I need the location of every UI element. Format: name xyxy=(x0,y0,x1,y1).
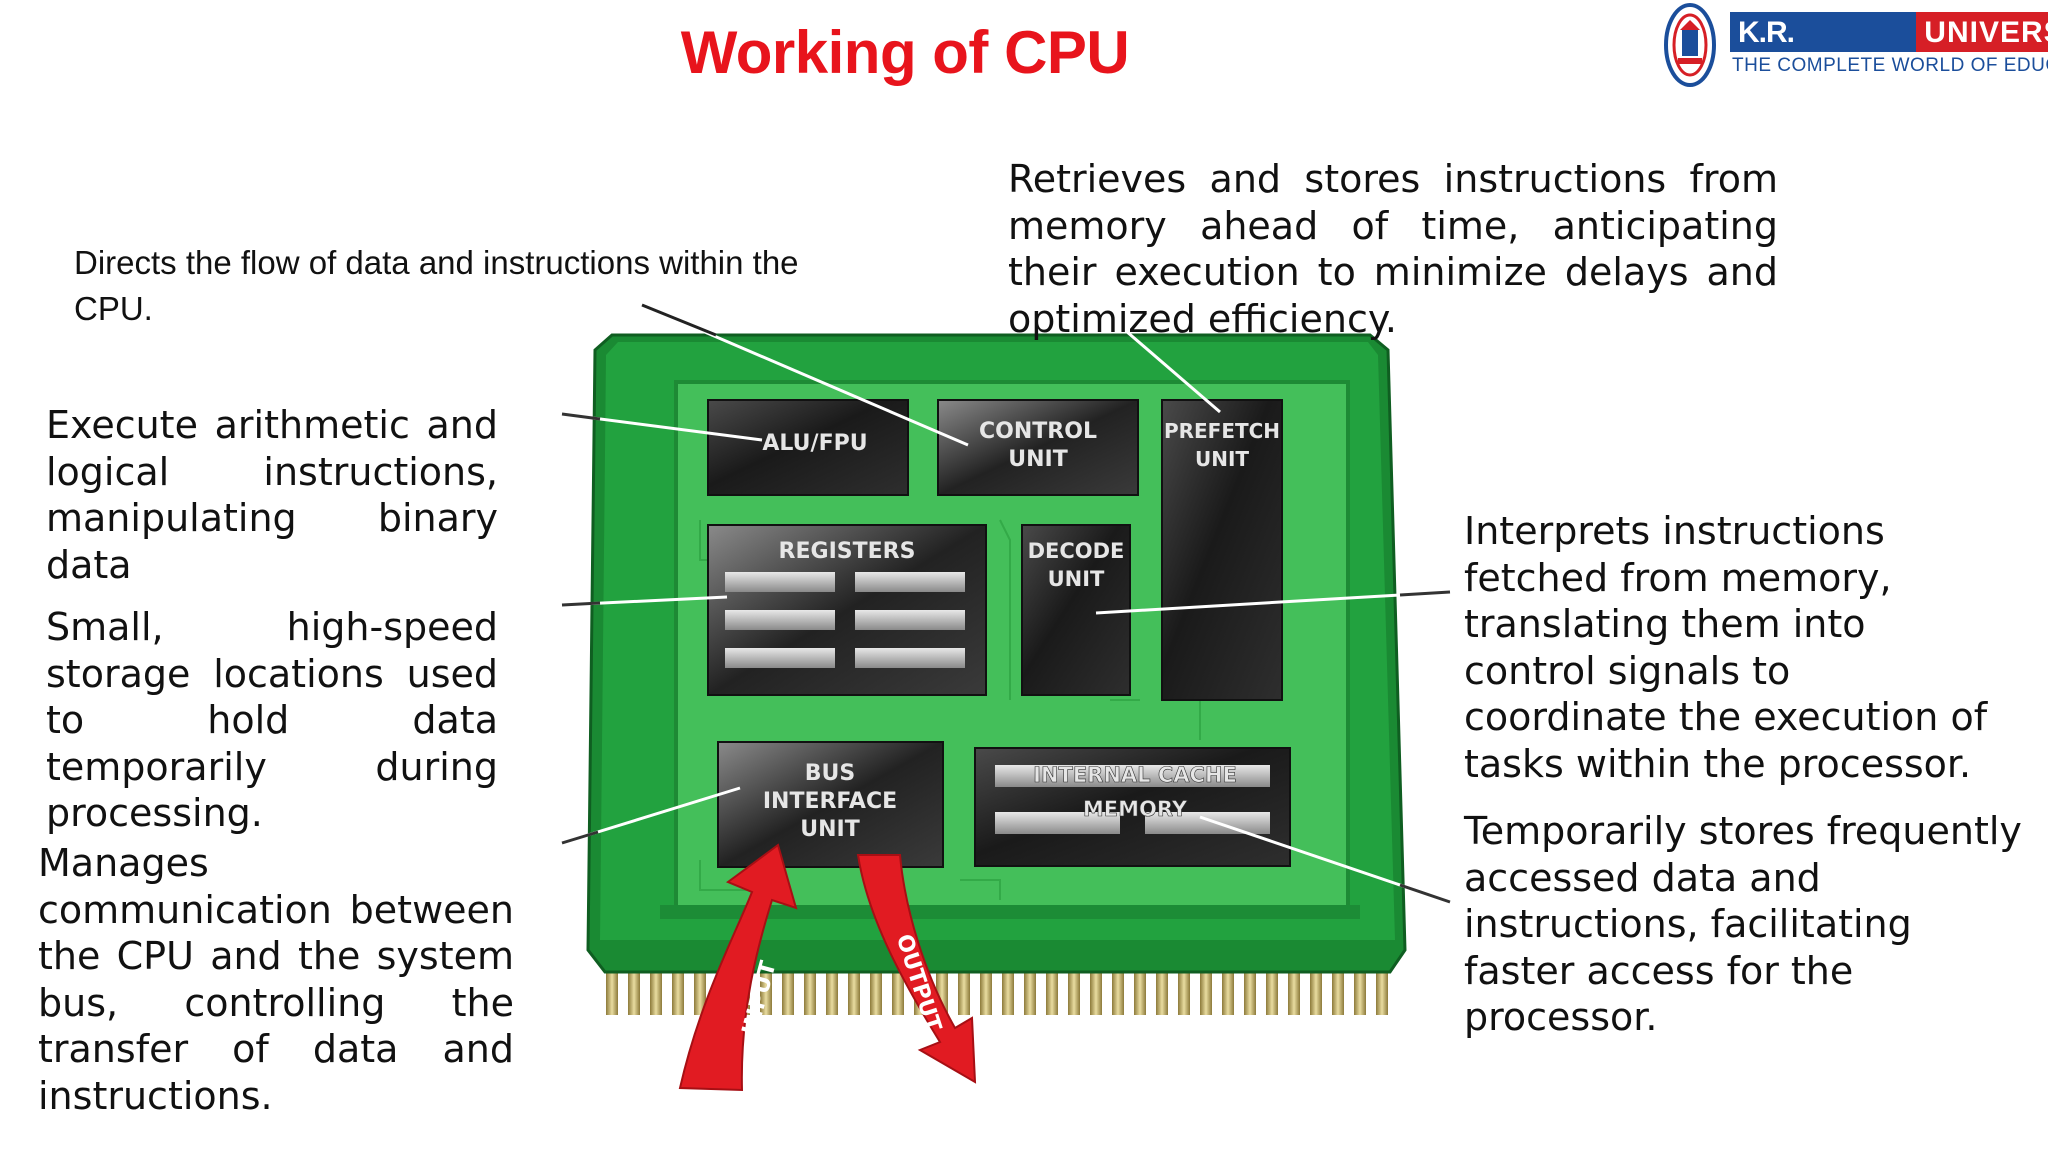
prefetch-unit-label-1: PREFETCH xyxy=(1164,419,1280,443)
bus-interface-block: BUS INTERFACE UNIT xyxy=(717,741,944,868)
leader-decode-black xyxy=(1399,590,1451,597)
bus-label-2: INTERFACE xyxy=(763,789,897,814)
logo-brand-right: UNIVERSITY xyxy=(1916,12,2048,52)
prefetch-unit-description: Retrieves and stores instructions from m… xyxy=(1008,157,1778,341)
decode-unit-label-2: UNIT xyxy=(1048,567,1105,591)
control-unit-label-1: CONTROL xyxy=(979,419,1097,444)
decode-unit-description: Interprets instructions fetched from mem… xyxy=(1464,509,1988,786)
registers-description: Small, high-speed storage locations used… xyxy=(46,605,498,835)
control-unit-label-2: UNIT xyxy=(1008,447,1067,472)
leader-registers-black xyxy=(561,601,601,607)
logo-brand: K.R. MANGALAM UNIVERSITY xyxy=(1730,12,2048,83)
control-unit-description: Directs the flow of data and instruction… xyxy=(74,244,799,327)
internal-cache-block: INTERNAL CACHE MEMORY xyxy=(974,747,1291,867)
university-logo: K.R. MANGALAM UNIVERSITY THE COMPLETE WO… xyxy=(1660,0,2048,90)
decode-unit-label-1: DECODE xyxy=(1028,539,1125,563)
registers-label: REGISTERS xyxy=(779,539,916,564)
leader-alu-black xyxy=(561,412,601,421)
decode-unit-block: DECODE UNIT xyxy=(1021,524,1131,696)
university-crest-icon xyxy=(1664,3,1716,87)
logo-brand-left: K.R. MANGALAM xyxy=(1730,12,1917,83)
bus-label-1: BUS xyxy=(805,761,855,786)
page-title: Working of CPU xyxy=(680,19,1130,86)
bus-label-3: UNIT xyxy=(800,817,859,842)
logo-tagline: THE COMPLETE WORLD OF EDUCATION xyxy=(1732,55,2048,76)
cache-label-1: INTERNAL CACHE xyxy=(1033,763,1237,787)
cache-label-2: MEMORY xyxy=(1083,797,1188,821)
registers-block: REGISTERS xyxy=(707,524,987,696)
alu-fpu-label: ALU/FPU xyxy=(762,431,867,456)
leader-bus-black xyxy=(561,830,599,845)
input-arrow: INPUT xyxy=(678,843,798,1092)
prefetch-unit-label-2: UNIT xyxy=(1195,447,1249,471)
alu-description: Execute arithmetic and logical instructi… xyxy=(46,403,498,587)
bus-interface-description: Manages communication between the CPU an… xyxy=(38,841,514,1118)
control-unit-block: CONTROL UNIT xyxy=(937,399,1139,496)
leader-lines xyxy=(561,298,1451,904)
leader-decode xyxy=(1095,590,1451,615)
leader-prefetch xyxy=(1089,298,1221,414)
leader-control-black xyxy=(641,303,717,337)
prefetch-unit-block: PREFETCH UNIT xyxy=(1161,399,1283,701)
cache-description: Temporarily stores frequently accessed d… xyxy=(1464,809,2022,1039)
alu-fpu-block: ALU/FPU xyxy=(707,399,909,496)
leader-cache-black xyxy=(1399,883,1451,904)
